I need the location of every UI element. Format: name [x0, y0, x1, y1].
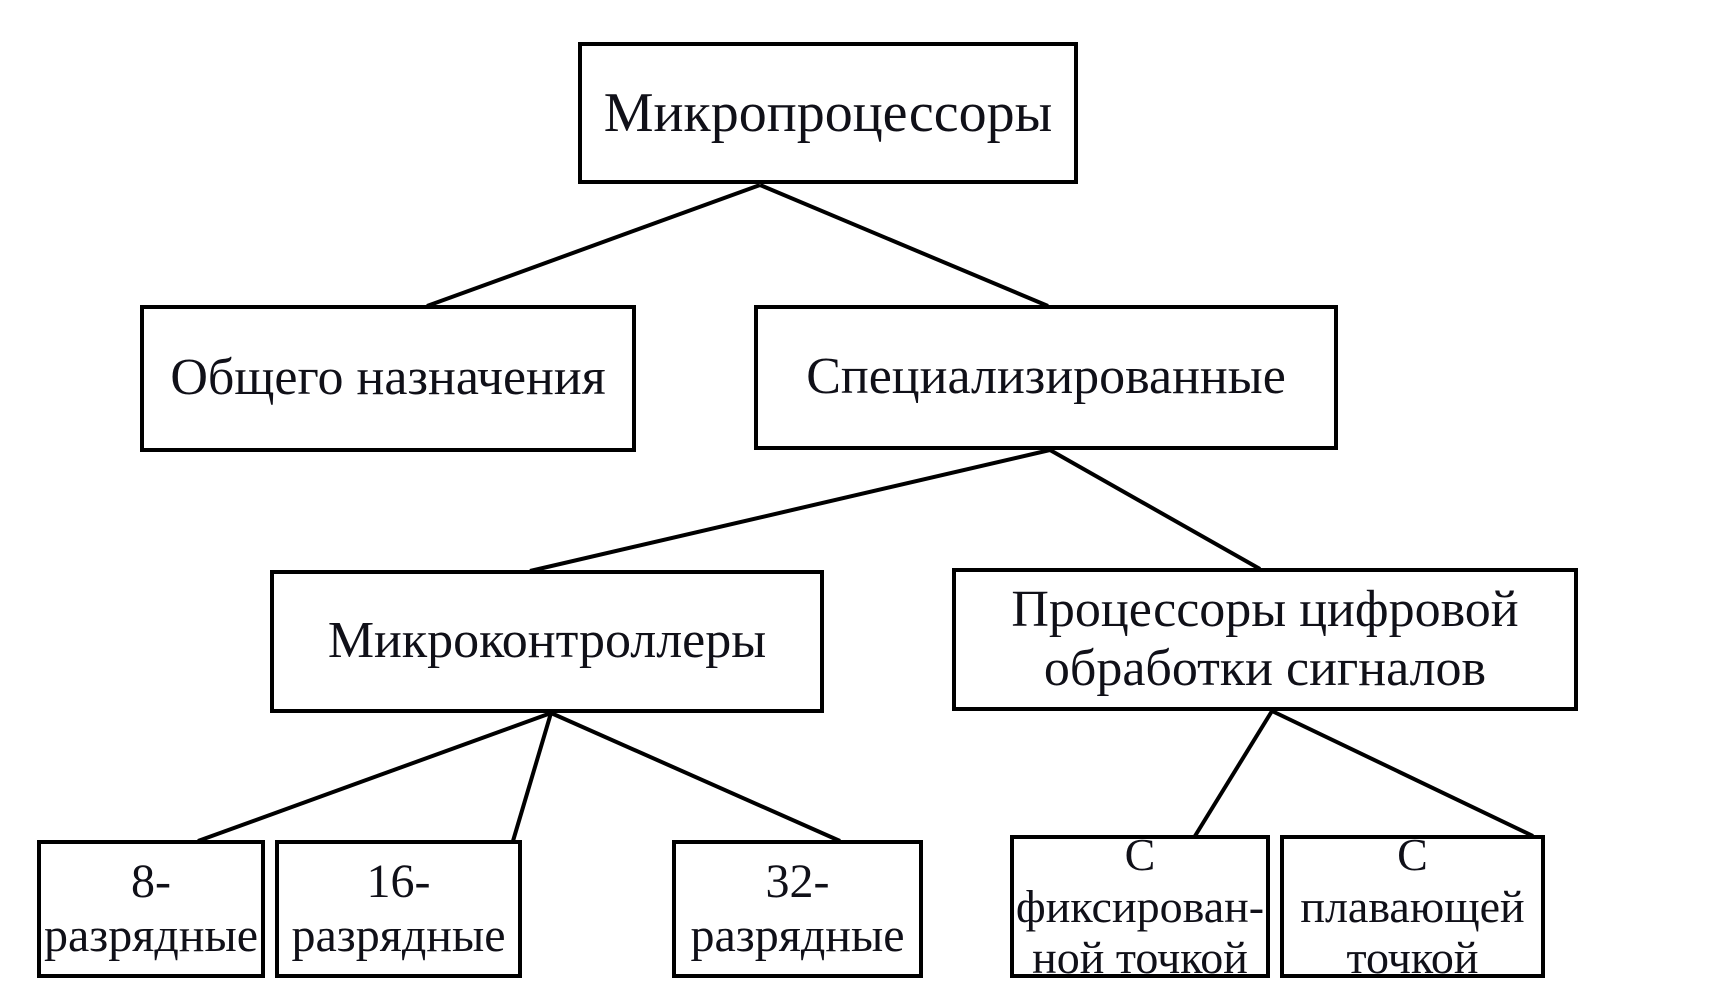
node-mcu8[interactable]: 8-разрядные — [37, 840, 265, 978]
connector-mcu-to-mcu16 — [511, 712, 553, 842]
node-label-mcu16: 16-разрядные — [291, 855, 506, 962]
node-mcu16[interactable]: 16-разрядные — [275, 840, 522, 978]
node-fixed[interactable]: С фиксирован- ной точкой — [1010, 829, 1270, 983]
node-label-root: Микропроцессоры — [603, 81, 1053, 144]
connector-specialized-to-dsp — [1049, 448, 1261, 571]
node-label-fixed: С фиксирован- ной точкой — [1015, 829, 1265, 984]
node-root[interactable]: Микропроцессоры — [578, 42, 1078, 184]
node-mcu[interactable]: Микроконтроллеры — [270, 570, 824, 713]
node-label-dsp: Процессоры цифровой обработки сигналов — [1011, 581, 1519, 697]
node-label-specialized: Специализированные — [806, 348, 1286, 406]
node-float[interactable]: С плавающей точкой — [1280, 829, 1545, 983]
connector-root-to-general — [426, 183, 761, 308]
node-label-float: С плавающей точкой — [1300, 829, 1525, 984]
connector-mcu-to-mcu32 — [550, 711, 841, 843]
node-label-mcu: Микроконтроллеры — [327, 612, 767, 670]
connector-mcu-to-mcu8 — [197, 711, 552, 843]
node-general[interactable]: Общего назначения — [140, 305, 636, 452]
connector-dsp-to-float — [1271, 709, 1534, 838]
node-specialized[interactable]: Специализированные — [754, 305, 1338, 450]
node-label-mcu32: 32-разрядные — [690, 855, 905, 962]
node-dsp[interactable]: Процессоры цифровой обработки сигналов — [952, 568, 1578, 711]
node-label-general: Общего назначения — [170, 349, 606, 407]
node-mcu32[interactable]: 32-разрядные — [672, 840, 923, 978]
node-label-mcu8: 8-разрядные — [43, 855, 258, 962]
connector-root-to-specialized — [759, 183, 1049, 308]
connector-specialized-to-mcu — [529, 448, 1051, 573]
connector-dsp-to-fixed — [1193, 709, 1274, 838]
